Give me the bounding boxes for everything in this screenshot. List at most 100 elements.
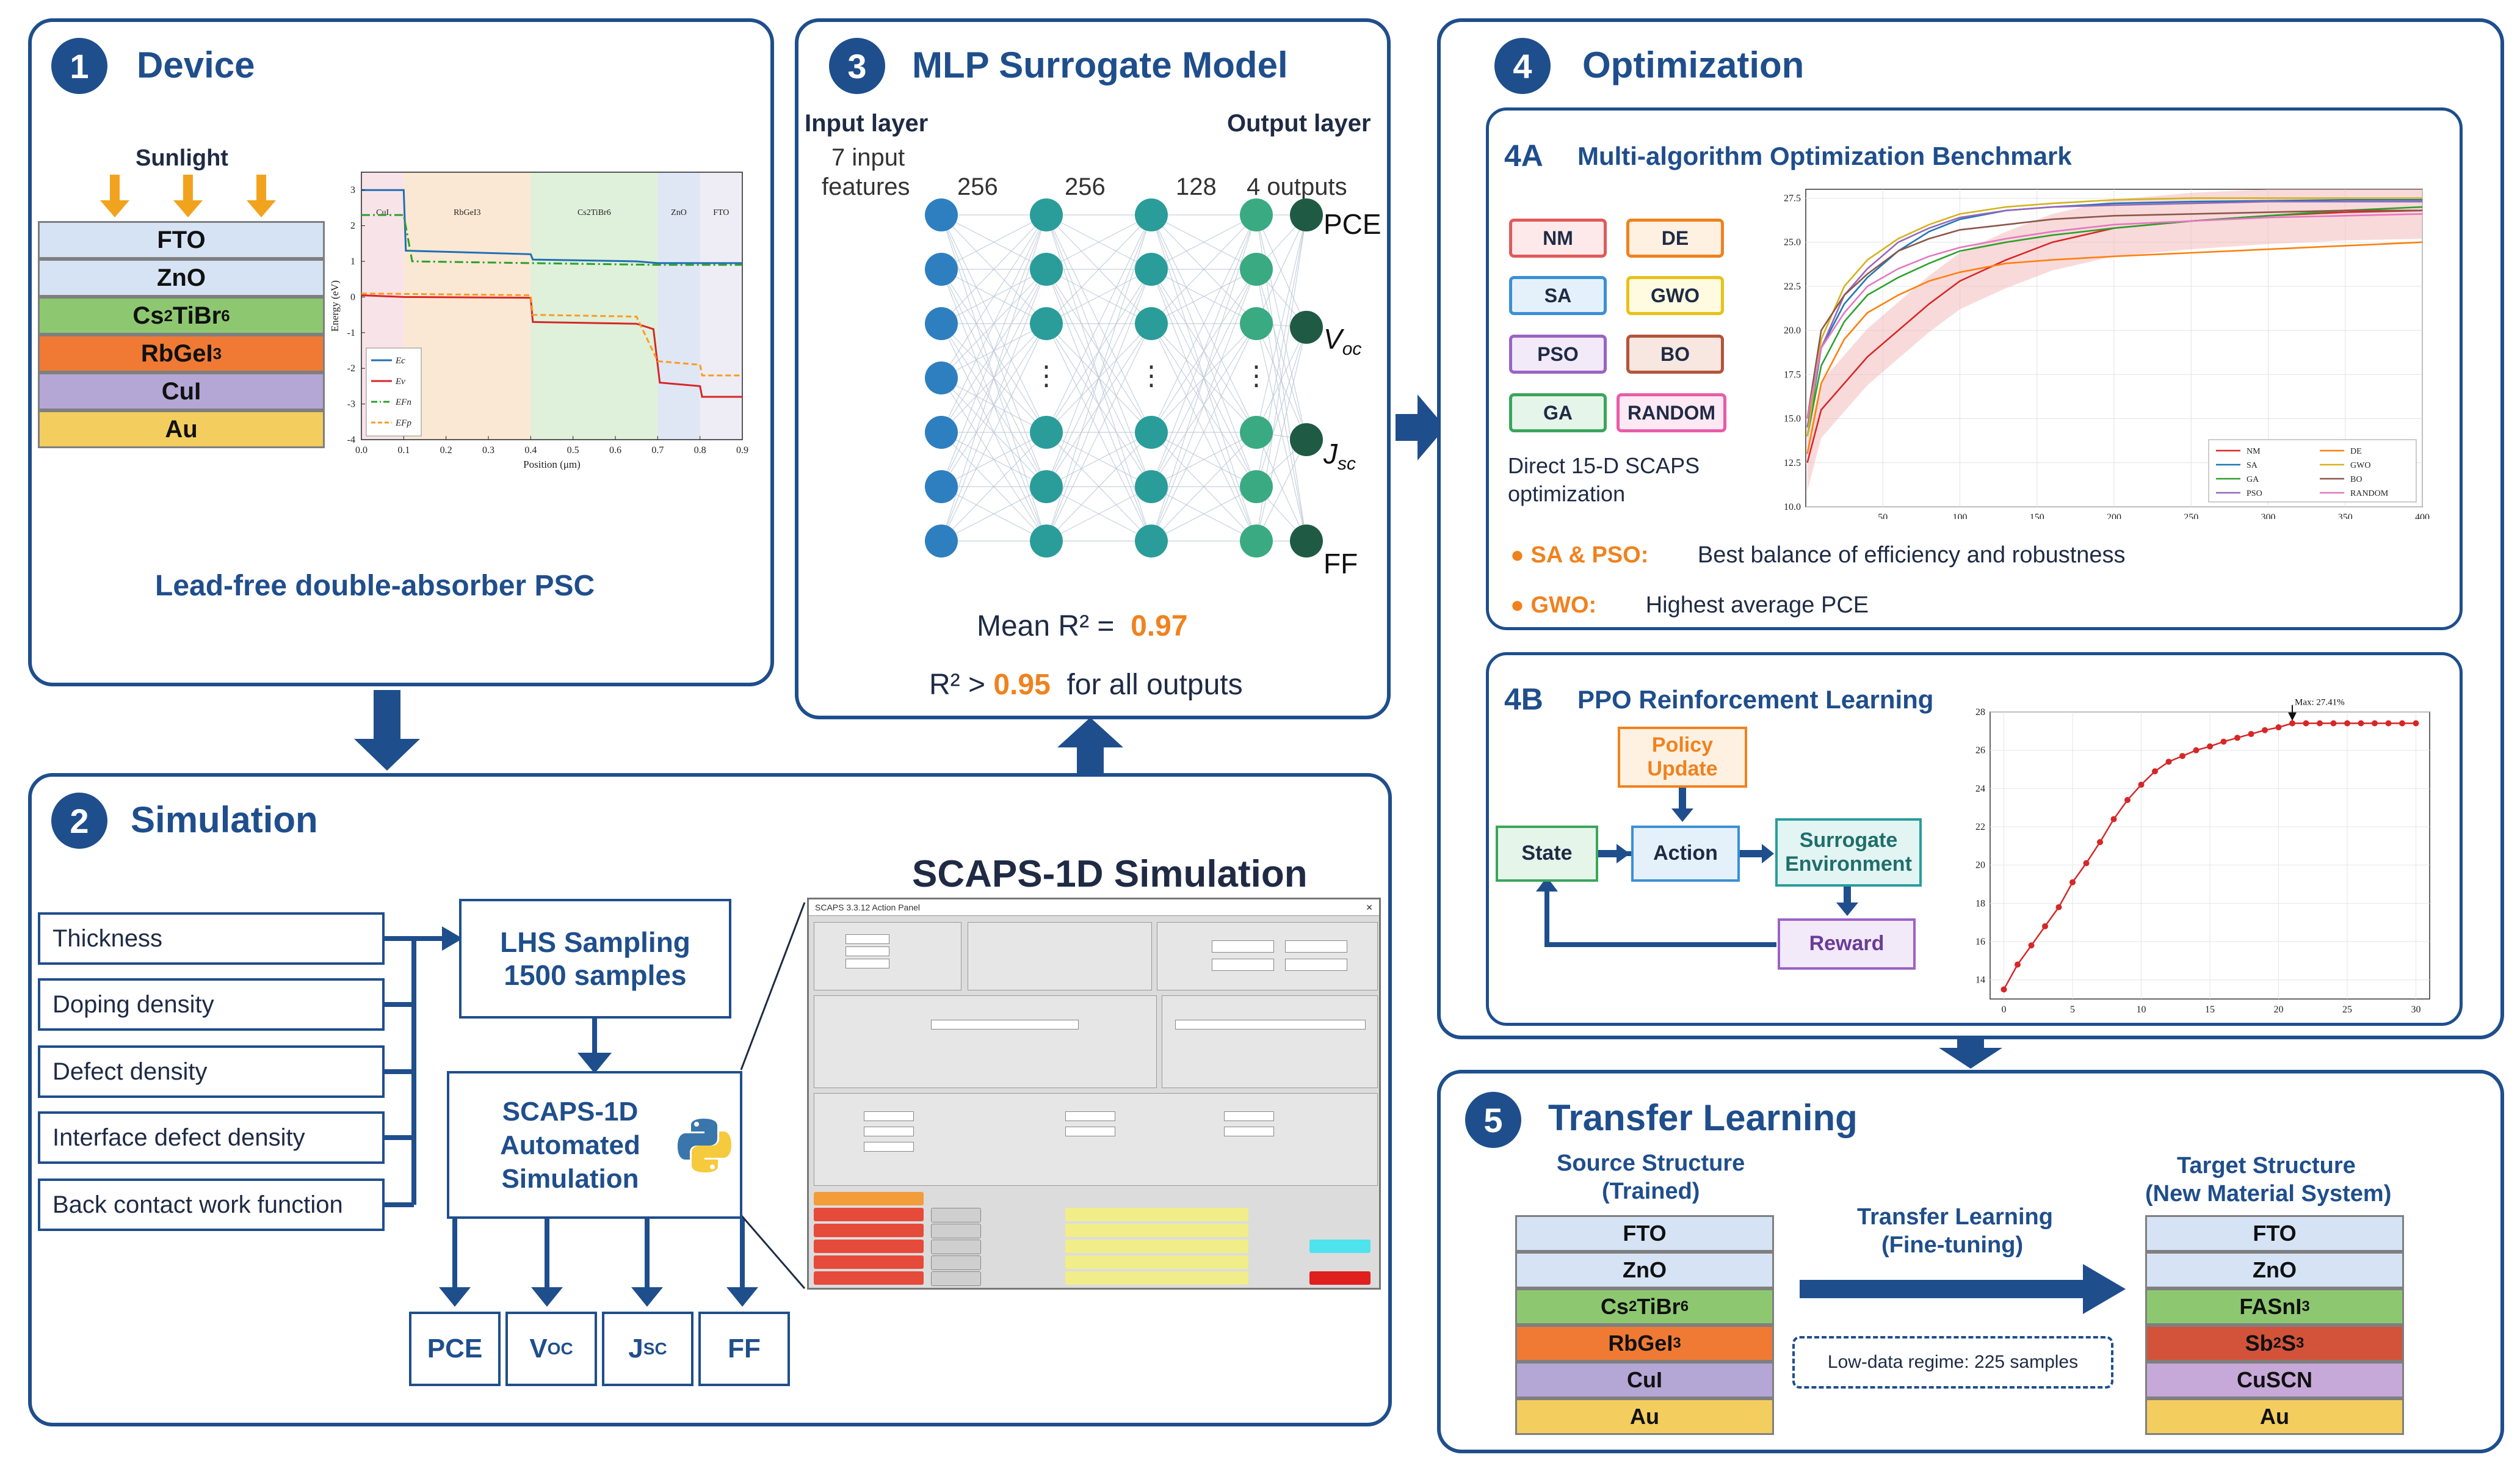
nn-node-0-6 bbox=[925, 525, 958, 558]
scaps-close-icon[interactable]: ✕ bbox=[1366, 902, 1373, 912]
scaps-btn-yellow-5[interactable] bbox=[1065, 1271, 1248, 1285]
target-title-2: (New Material System) bbox=[2145, 1181, 2392, 1207]
scaps-btn-yellow-2[interactable] bbox=[1065, 1224, 1248, 1237]
nn-edge-3-0-2 bbox=[1256, 214, 1307, 440]
nn-node-0-4 bbox=[925, 416, 958, 449]
simulation-panel-title: Simulation bbox=[131, 799, 318, 840]
scaps-btn-red-4[interactable] bbox=[814, 1255, 924, 1269]
nn-ellipsis-2: ⋮ bbox=[1138, 361, 1165, 391]
ppo-point-5 bbox=[2069, 879, 2076, 885]
direct-scaps-2: optimization bbox=[1508, 481, 1626, 506]
scaps-btn-grey-2[interactable] bbox=[931, 1224, 981, 1238]
scaps-btn-grey-3[interactable] bbox=[931, 1240, 981, 1254]
reward-box: Reward bbox=[1778, 918, 1916, 970]
ppo-point-29 bbox=[2399, 720, 2405, 727]
bench-ytick-label-2: 15.0 bbox=[1784, 414, 1801, 424]
ppo-point-18 bbox=[2248, 731, 2254, 738]
scaps-btn-grey-1[interactable] bbox=[931, 1208, 981, 1222]
nn-node-2-1 bbox=[1135, 253, 1168, 286]
band-xtick-label-4: 0.4 bbox=[524, 445, 537, 456]
nn-edge-1-2-0 bbox=[1046, 214, 1152, 324]
scaps-btn-red-3[interactable] bbox=[814, 1240, 924, 1253]
scaps-simulation-title: SCAPS-1D Simulation bbox=[912, 853, 1308, 895]
scaps-btn-yellow-1[interactable] bbox=[1065, 1208, 1248, 1221]
nn-edge-1-2-1 bbox=[1046, 269, 1152, 324]
nn-output-ff: FF bbox=[1323, 548, 1358, 579]
nn-edge-2-3-0 bbox=[1151, 214, 1257, 433]
scaps-btn-orange[interactable] bbox=[814, 1192, 924, 1205]
band-line-Ec bbox=[361, 189, 742, 264]
layer-zno: ZnO bbox=[38, 259, 325, 297]
mlp-panel bbox=[795, 18, 1391, 719]
band-region-2 bbox=[530, 172, 658, 440]
scaps-btn-yellow-4[interactable] bbox=[1065, 1255, 1248, 1269]
ppo-annotation-label: Max: 27.41% bbox=[2295, 697, 2345, 707]
scaps-btn-red-1[interactable] bbox=[814, 1208, 924, 1221]
scaps-btn-grey-5[interactable] bbox=[931, 1271, 981, 1286]
nn-ellipsis-3: ⋮ bbox=[1243, 361, 1270, 391]
output-desc: 4 outputs bbox=[1247, 173, 1347, 200]
band-region-4 bbox=[700, 172, 742, 440]
scaps-btn-red-2[interactable] bbox=[814, 1224, 924, 1237]
band-ytick-label-1: 2 bbox=[350, 221, 355, 231]
scaps-btn-grey-4[interactable] bbox=[931, 1255, 981, 1270]
bench-line-gwo bbox=[1806, 197, 2422, 437]
python-logo-icon bbox=[678, 1119, 731, 1172]
nn-node-1-1 bbox=[1030, 253, 1063, 286]
nn-node-3-0 bbox=[1240, 198, 1273, 231]
bench-legend-label-7: RANDOM bbox=[2350, 489, 2389, 498]
band-xlabel: Position (μm) bbox=[523, 459, 581, 470]
scaps-btn-exit[interactable] bbox=[1309, 1271, 1370, 1285]
nn-node-0-0 bbox=[925, 198, 958, 231]
ppo-point-7 bbox=[2097, 839, 2103, 846]
bench-legend-label-2: GA bbox=[2247, 475, 2259, 484]
nn-edge-2-5-0 bbox=[1151, 214, 1257, 542]
scaps-btn-cyan[interactable] bbox=[1309, 1240, 1370, 1253]
band-region-label-4: FTO bbox=[713, 208, 729, 217]
scaps-automated-box: SCAPS-1D Automated Simulation bbox=[447, 1071, 742, 1219]
bench-ytick-label-7: 27.5 bbox=[1784, 193, 1801, 203]
src-layer-zno: ZnO bbox=[1515, 1252, 1774, 1288]
scaps-btn-red-5[interactable] bbox=[814, 1271, 924, 1285]
bench-ytick-label-3: 17.5 bbox=[1784, 369, 1801, 380]
ppo-point-9 bbox=[2124, 797, 2131, 804]
band-legend-label-3: EFp bbox=[395, 418, 411, 428]
nn-edge-2-4-0 bbox=[1151, 214, 1257, 487]
bench-xtick-label-1: 100 bbox=[1953, 512, 1968, 519]
nn-edge-3-2-0 bbox=[1256, 214, 1307, 324]
tgt-layer-cuscn: CuSCN bbox=[2145, 1362, 2404, 1398]
nn-edge-0-1-0 bbox=[941, 214, 1047, 270]
band-ytick-label-5: -2 bbox=[347, 363, 355, 374]
state-box: State bbox=[1496, 826, 1598, 882]
band-region-label-2: Cs2TiBr6 bbox=[578, 208, 611, 217]
ppo-point-30 bbox=[2413, 720, 2419, 727]
input-desc-1: 7 input bbox=[831, 144, 905, 171]
nn-node-2-2 bbox=[1135, 307, 1168, 340]
algo-gwo: GWO bbox=[1626, 276, 1724, 315]
nn-node-0-3 bbox=[925, 361, 958, 394]
band-xtick-label-7: 0.7 bbox=[651, 445, 664, 456]
algo-pso: PSO bbox=[1509, 335, 1607, 374]
ppo-xtick-label-6: 30 bbox=[2411, 1004, 2421, 1015]
ppo-point-24 bbox=[2330, 720, 2337, 727]
nn-node-2-4 bbox=[1135, 470, 1168, 503]
sunlight-label: Sunlight bbox=[136, 145, 228, 171]
nn-edge-0-2-0 bbox=[941, 214, 1047, 324]
nn-edge-1-5-1 bbox=[1046, 269, 1152, 542]
scaps-btn-yellow-3[interactable] bbox=[1065, 1240, 1248, 1253]
src-layer-fto: FTO bbox=[1515, 1215, 1774, 1252]
band-ytick-label-7: -4 bbox=[347, 435, 355, 445]
nn-node-3-1 bbox=[1240, 253, 1273, 286]
mlp-panel-title: MLP Surrogate Model bbox=[912, 45, 1288, 85]
nn-edge-0-6-4 bbox=[941, 486, 1047, 542]
simulation-panel-number: 2 bbox=[51, 793, 107, 849]
nn-edge-3-2-2 bbox=[1256, 323, 1307, 440]
nn-node-3-5 bbox=[1240, 525, 1273, 558]
band-xtick-label-8: 0.8 bbox=[694, 445, 706, 456]
band-plot-frame bbox=[361, 172, 743, 440]
ppo-xtick-label-1: 5 bbox=[2070, 1004, 2075, 1015]
